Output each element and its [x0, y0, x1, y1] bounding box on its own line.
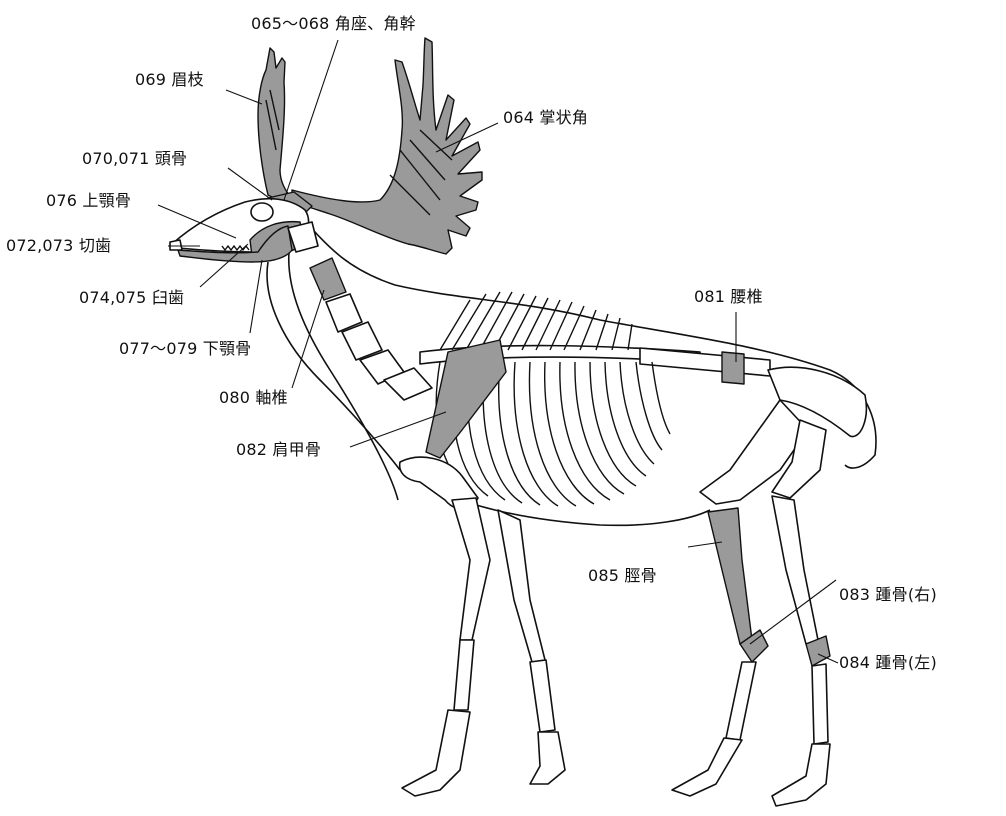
- label-scapula: 082 肩甲骨: [236, 441, 321, 459]
- metacarpal-far: [530, 660, 555, 732]
- label-palmate-antler: 064 掌状角: [503, 109, 588, 127]
- label-brow-tine: 069 眉枝: [135, 71, 204, 89]
- tibia-far: [772, 496, 818, 644]
- label-calcaneus-left: 084 踵骨(左): [839, 654, 937, 672]
- palmate-antler: [292, 38, 482, 254]
- hoof-near-hind: [672, 738, 742, 796]
- label-skull: 070,071 頭骨: [82, 150, 187, 168]
- axis-vertebra: [310, 258, 346, 300]
- lumbar-vertebra: [722, 352, 744, 384]
- label-antler-base-beam: 065～068 角座、角幹: [251, 15, 416, 33]
- hoof-far-hind: [772, 744, 830, 806]
- metacarpal-near: [454, 640, 474, 710]
- label-mandible: 077～079 下顎骨: [119, 340, 251, 358]
- metatarsal-far: [812, 664, 828, 744]
- radius-ulna-far: [498, 510, 545, 662]
- label-incisor: 072,073 切歯: [6, 237, 111, 255]
- label-calcaneus-right: 083 踵骨(右): [839, 586, 937, 604]
- radius-ulna-near: [452, 498, 490, 640]
- metatarsal-near: [726, 662, 756, 740]
- hoof-near-front: [402, 710, 470, 796]
- eye-orbit: [251, 203, 273, 221]
- label-maxilla: 076 上顎骨: [46, 192, 131, 210]
- label-lumbar-vertebra: 081 腰椎: [694, 288, 763, 306]
- label-tibia: 085 脛骨: [588, 567, 657, 585]
- brow-tine: [258, 48, 292, 202]
- label-axis: 080 軸椎: [219, 389, 288, 407]
- label-molar: 074,075 臼歯: [79, 289, 184, 307]
- incisor-tip: [170, 240, 182, 250]
- tibia: [708, 508, 752, 644]
- hoof-far-front: [530, 732, 565, 784]
- lumbar-spine: [640, 348, 770, 376]
